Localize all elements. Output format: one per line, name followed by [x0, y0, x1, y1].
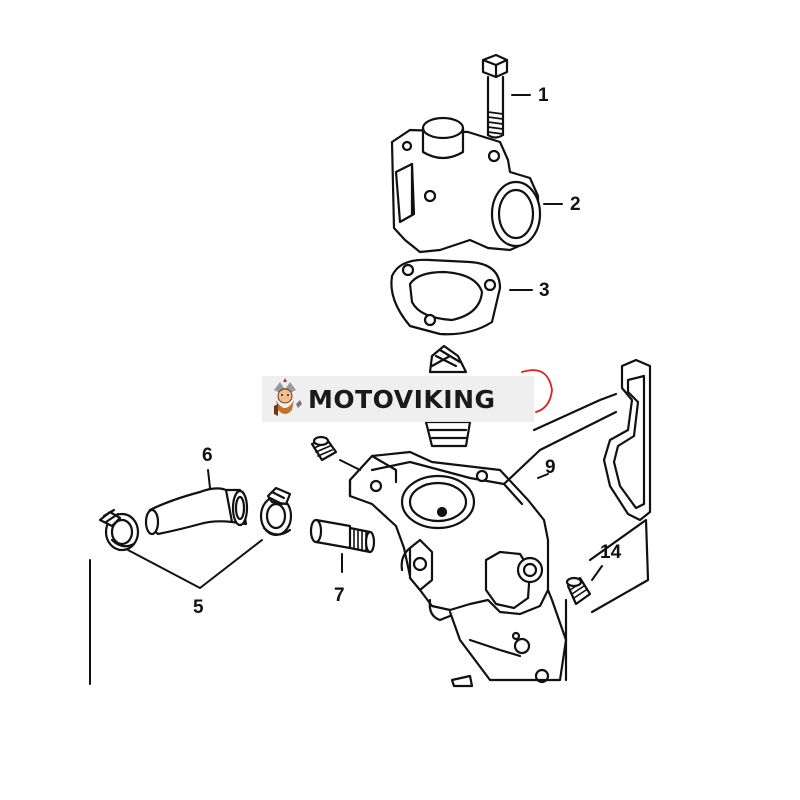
engine-block-outline [502, 358, 652, 682]
thermostat-part [424, 344, 472, 448]
callout-3: 3 [539, 280, 550, 301]
viking-logo-icon [274, 378, 302, 416]
fitting-part-7 [309, 518, 376, 554]
thermostat-base-part-9 [348, 450, 568, 688]
hose-clamp-right-part-5 [259, 486, 293, 537]
callout-14: 14 [600, 542, 622, 563]
callout-5: 5 [193, 597, 204, 618]
callout-1: 1 [538, 85, 549, 106]
thermostat-housing-part-2 [390, 116, 542, 254]
plug-fitting [310, 435, 338, 462]
callout-2: 2 [570, 194, 581, 215]
callout-6: 6 [202, 445, 213, 466]
watermark-banner: MOTOVIKING [262, 376, 534, 422]
hose-clamp-left-part-5 [98, 508, 140, 552]
red-accent-arc [521, 369, 553, 413]
watermark-brand-text: MOTOVIKING [308, 384, 496, 414]
bolt-part-1 [481, 53, 509, 139]
hose-part-6 [144, 487, 249, 536]
gasket-part-3 [390, 258, 502, 336]
plug-part-14 [565, 576, 592, 606]
callout-9: 9 [545, 457, 556, 478]
leader-lines [89, 94, 603, 685]
callout-7: 7 [334, 585, 345, 606]
